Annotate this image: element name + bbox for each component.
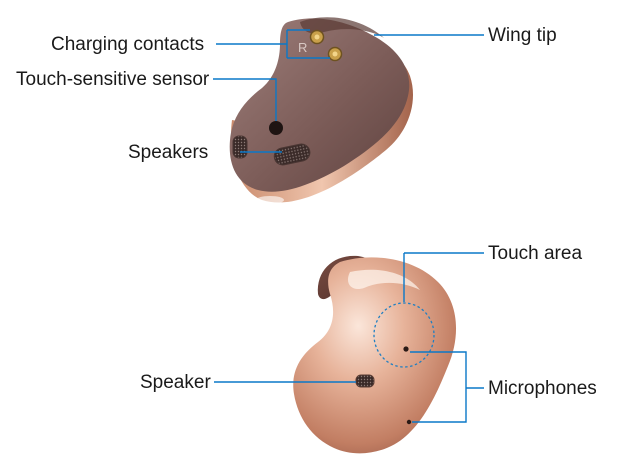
charging-contact-2-highlight — [332, 51, 338, 57]
top-earbud-shell — [229, 18, 410, 192]
bottom-earbud-gloss — [347, 269, 420, 290]
leader-microphones — [410, 351, 484, 423]
speaker-grille — [355, 374, 375, 388]
label-charging-contacts: Charging contacts — [51, 34, 205, 55]
label-speakers: Speakers — [128, 142, 209, 163]
leader-touch-sensitive-sensor — [213, 78, 277, 121]
speaker-grille-main — [273, 143, 311, 166]
bottom-earbud — [293, 255, 457, 454]
microphone-bottom — [406, 419, 412, 425]
top-earbud-highlight — [256, 196, 284, 204]
top-earbud: R — [229, 17, 413, 204]
contact-marking: R — [298, 40, 307, 55]
label-touch-sensitive-sensor: Touch-sensitive sensor — [16, 69, 210, 90]
leader-lines — [213, 29, 484, 423]
microphone-top — [403, 346, 409, 352]
bottom-earbud-shell — [293, 257, 457, 454]
top-earbud-rim — [231, 48, 413, 203]
label-touch-area: Touch area — [488, 243, 583, 264]
leader-charging-contacts — [216, 29, 330, 59]
touch-area-outline — [373, 302, 435, 368]
label-wing-tip: Wing tip — [488, 25, 557, 46]
label-speaker: Speaker — [140, 372, 211, 393]
speaker-grille-side — [232, 135, 248, 159]
label-microphones: Microphones — [488, 378, 597, 399]
leader-touch-area — [403, 252, 484, 302]
charging-contact-1-highlight — [314, 34, 320, 40]
touch-sensitive-sensor — [269, 121, 283, 135]
